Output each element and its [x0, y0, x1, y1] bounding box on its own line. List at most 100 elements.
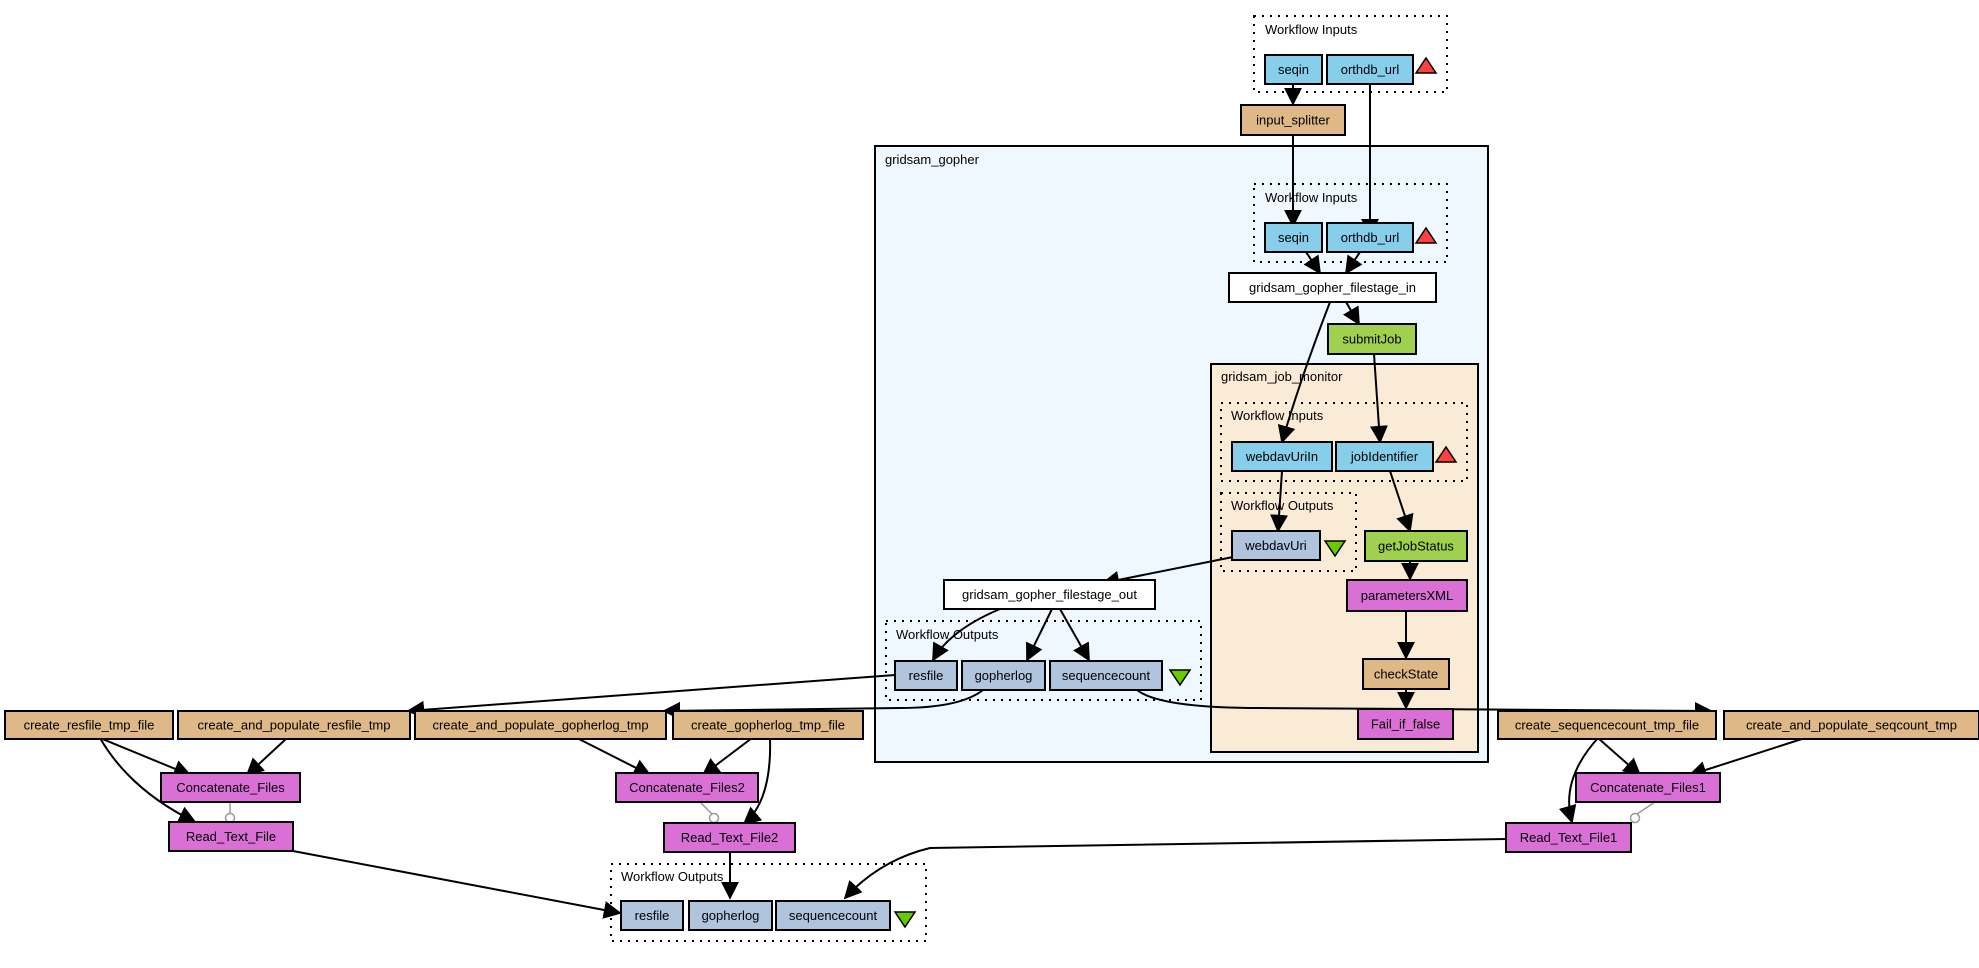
- node-box: [1327, 323, 1417, 355]
- edge-webdavuri-to-filestage-out: [1101, 556, 1234, 589]
- node-label: Concatenate_Files: [176, 780, 285, 795]
- node-read-text-file[interactable]: Read_Text_File: [168, 821, 294, 852]
- node-out-gopherlog[interactable]: gopherlog: [688, 900, 773, 931]
- node-label: gopherlog: [975, 668, 1033, 683]
- node-create-sequencecount-tmp-file[interactable]: create_sequencecount_tmp_file: [1497, 710, 1717, 740]
- node-label: parametersXML: [1361, 588, 1453, 603]
- node-label: jobIdentifier: [1350, 449, 1419, 464]
- node-box: [1240, 104, 1346, 136]
- node-label: checkState: [1374, 667, 1438, 682]
- node-concatenate-files2[interactable]: Concatenate_Files2: [615, 772, 759, 803]
- node-getJobStatus[interactable]: getJobStatus: [1364, 530, 1468, 562]
- node-concatenate-files1[interactable]: Concatenate_Files1: [1575, 772, 1721, 803]
- node-box: [775, 900, 891, 931]
- cluster-job-monitor-label: gridsam_job_monitor: [1221, 369, 1343, 384]
- node-box: [1231, 441, 1333, 472]
- node-label: Concatenate_Files1: [1590, 780, 1706, 795]
- node-label: sequencecount: [789, 908, 878, 923]
- control-link-marker: [708, 812, 720, 824]
- cluster-gridsam-gopher-label: gridsam_gopher: [885, 152, 980, 167]
- node-webdavUriIn[interactable]: webdavUriIn: [1231, 441, 1333, 472]
- node-box: [1049, 660, 1163, 691]
- node-box: [1264, 54, 1323, 85]
- node-gg-orthdb-url[interactable]: orthdb_url: [1326, 222, 1414, 253]
- node-box: [1231, 530, 1321, 561]
- node-submitJob[interactable]: submitJob: [1327, 323, 1417, 355]
- node-parametersXML[interactable]: parametersXML: [1346, 579, 1468, 612]
- cluster-gg-outputs: Workflow Outputs: [885, 620, 1202, 701]
- node-label: create_and_populate_resfile_tmp: [198, 718, 391, 733]
- node-webdavUri[interactable]: webdavUri: [1231, 530, 1321, 561]
- edge-read-to-out-resfile: [292, 850, 622, 919]
- node-gg-gopherlog[interactable]: gopherlog: [961, 660, 1046, 691]
- node-input-splitter[interactable]: input_splitter: [1240, 104, 1346, 136]
- node-checkState[interactable]: checkState: [1362, 658, 1450, 690]
- output-marker-icon: [1323, 540, 1347, 558]
- node-label: Read_Text_File: [186, 829, 276, 844]
- edges: [99, 84, 1806, 919]
- node-box: [160, 772, 301, 803]
- edge-filestage-in-to-submitjob: [1343, 301, 1360, 326]
- edge-populate-resfile-to-concat: [245, 737, 288, 777]
- node-label: gridsam_gopher_filestage_in: [1249, 280, 1416, 295]
- cluster-gg-outputs-label: Workflow Outputs: [896, 627, 999, 642]
- control-links: [224, 801, 1656, 824]
- node-create-gopherlog-tmp-file[interactable]: create_gopherlog_tmp_file: [672, 710, 864, 740]
- node-gg-seqin[interactable]: seqin: [1264, 222, 1323, 253]
- node-box: [961, 660, 1046, 691]
- node-label: Fail_if_false: [1371, 717, 1440, 732]
- node-box: [620, 900, 684, 931]
- node-jobIdentifier[interactable]: jobIdentifier: [1335, 441, 1434, 472]
- node-box: [177, 710, 411, 740]
- node-create-and-populate-seqcount-tmp[interactable]: create_and_populate_seqcount_tmp: [1723, 710, 1979, 740]
- node-filestage-in[interactable]: gridsam_gopher_filestage_in: [1228, 272, 1437, 303]
- node-label: resfile: [635, 908, 670, 923]
- node-box: [168, 821, 294, 852]
- node-label: sequencecount: [1062, 668, 1151, 683]
- node-filestage-out[interactable]: gridsam_gopher_filestage_out: [943, 579, 1156, 610]
- cluster-top-inputs-label: Workflow Inputs: [1265, 22, 1358, 37]
- node-box: [1346, 579, 1468, 612]
- edge-resfile-tmp-to-read: [99, 737, 197, 823]
- edge-filestage-in-to-webdavuriin: [1277, 301, 1331, 444]
- cluster-gg-inputs: Workflow Inputs: [1253, 183, 1448, 263]
- node-create-resfile-tmp-file[interactable]: create_resfile_tmp_file: [4, 710, 174, 740]
- input-marker-icon: [1414, 56, 1438, 74]
- control-link-concat1-read1: [1636, 801, 1656, 815]
- node-create-and-populate-gopherlog-tmp[interactable]: create_and_populate_gopherlog_tmp: [414, 710, 667, 740]
- node-label: seqin: [1278, 62, 1309, 77]
- node-box: [1264, 222, 1323, 253]
- node-read-text-file2[interactable]: Read_Text_File2: [663, 822, 796, 853]
- node-out-sequencecount[interactable]: sequencecount: [775, 900, 891, 931]
- input-marker-icon: [1434, 445, 1458, 463]
- edge-filestage-out-to-sequencecount: [1059, 608, 1090, 662]
- node-label: gopherlog: [702, 908, 760, 923]
- node-create-and-populate-resfile-tmp[interactable]: create_and_populate_resfile_tmp: [177, 710, 411, 740]
- edge-filestage-out-to-gopherlog: [1026, 608, 1053, 662]
- node-label: submitJob: [1342, 332, 1401, 347]
- cluster-top-inputs: Workflow Inputs: [1253, 15, 1448, 93]
- node-top-seqin[interactable]: seqin: [1264, 54, 1323, 85]
- node-out-resfile[interactable]: resfile: [620, 900, 684, 931]
- node-fail-if-false[interactable]: Fail_if_false: [1357, 708, 1454, 740]
- node-box: [663, 822, 796, 853]
- node-concatenate-files[interactable]: Concatenate_Files: [160, 772, 301, 803]
- node-label: webdavUri: [1244, 538, 1307, 553]
- edge-submitjob-to-jobidentifier: [1369, 353, 1388, 444]
- node-read-text-file1[interactable]: Read_Text_File1: [1505, 822, 1632, 853]
- cluster-jm-outputs: Workflow Outputs: [1220, 492, 1357, 572]
- node-label: create_sequencecount_tmp_file: [1515, 718, 1699, 733]
- node-box: [672, 710, 864, 740]
- cluster-gg-inputs-label: Workflow Inputs: [1265, 190, 1358, 205]
- node-gg-resfile[interactable]: resfile: [894, 660, 958, 691]
- node-label: orthdb_url: [1341, 62, 1400, 77]
- node-box: [4, 710, 174, 740]
- node-label: create_resfile_tmp_file: [24, 718, 155, 733]
- node-box: [1326, 54, 1414, 85]
- edge-resfile-tmp-to-concat: [99, 737, 192, 778]
- node-box: [943, 579, 1156, 610]
- cluster-jm-outputs-label: Workflow Outputs: [1231, 498, 1334, 513]
- node-top-orthdb-url[interactable]: orthdb_url: [1326, 54, 1414, 85]
- node-label: gridsam_gopher_filestage_out: [962, 587, 1137, 602]
- node-gg-sequencecount[interactable]: sequencecount: [1049, 660, 1163, 691]
